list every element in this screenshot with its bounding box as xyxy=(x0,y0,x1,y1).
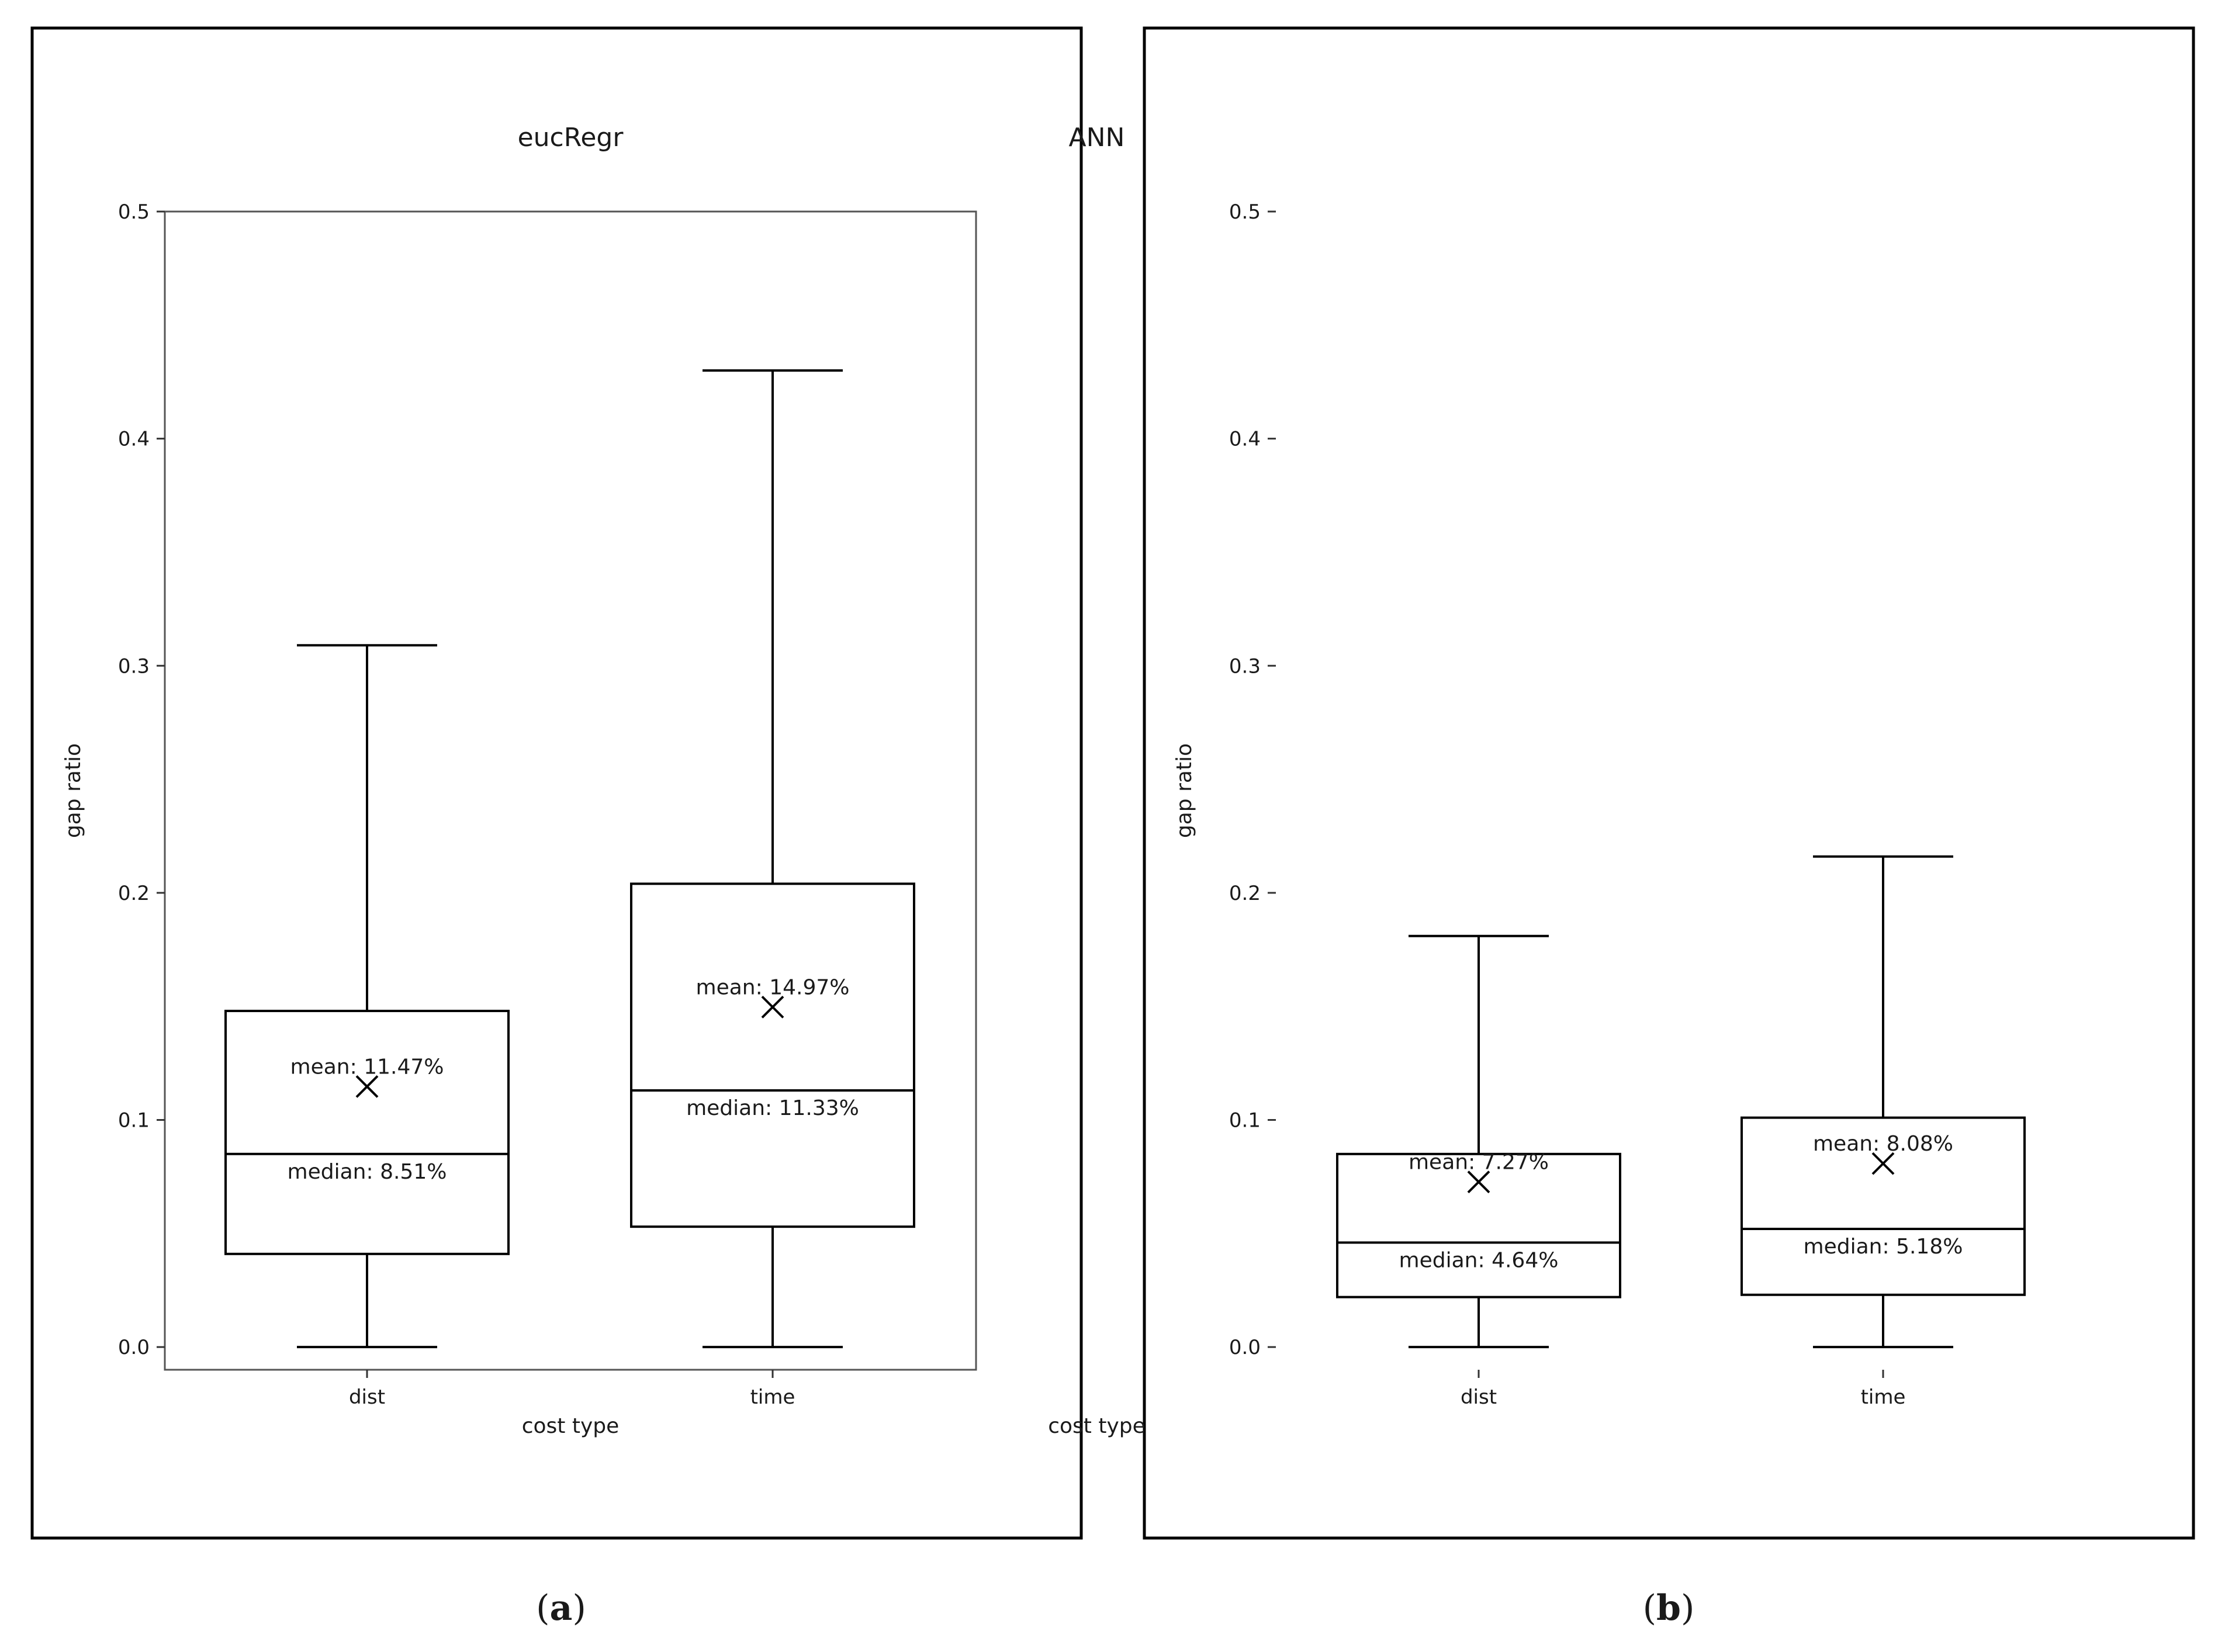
y-tick-label: 0.2 xyxy=(1229,882,1261,905)
x-tick-label-time: time xyxy=(1861,1386,1906,1409)
mean-label: mean: 14.97% xyxy=(696,975,850,999)
y-tick-label: 0.1 xyxy=(1229,1109,1261,1132)
chart-panel-1: eucRegr 0.0 0.1 0.2 0.3 0.4 0.5 gap ratio dist ti… xyxy=(30,26,1083,1629)
y-axis-label: gap ratio xyxy=(1172,743,1196,838)
iqr-box xyxy=(630,882,915,1228)
panel-caption: (b) xyxy=(1643,1588,1695,1629)
y-tick-label: 0.3 xyxy=(118,654,150,678)
y-tick-label: 0.0 xyxy=(118,1336,150,1359)
x-axis-label: cost type xyxy=(1048,1414,1146,1438)
panel-caption: (a) xyxy=(536,1588,586,1629)
median-label: median: 4.64% xyxy=(1399,1248,1559,1272)
box-dist: mean: 7.27% median: 4.64% xyxy=(1336,934,1621,1349)
y-tick-label: 0.3 xyxy=(1229,654,1261,678)
mean-marker xyxy=(761,995,784,1019)
box-dist: mean: 11.47% median: 8.51% xyxy=(224,644,510,1349)
x-tick-label-dist: dist xyxy=(1461,1386,1497,1409)
mean-label: mean: 8.08% xyxy=(1813,1132,1953,1156)
y-tick-label: 0.2 xyxy=(118,882,150,905)
x-axis-label: cost type xyxy=(522,1414,620,1438)
y-tick-label: 0.4 xyxy=(118,428,150,451)
mean-marker-stroke xyxy=(1871,1152,1895,1175)
x-tick-label-dist: dist xyxy=(349,1386,385,1409)
y-tick-label: 0.5 xyxy=(1229,200,1261,224)
panel-frame xyxy=(30,26,1083,1540)
panel-frame xyxy=(1143,26,2195,1540)
median-label: median: 11.33% xyxy=(686,1096,859,1120)
y-tick-label: 0.4 xyxy=(1229,428,1261,451)
x-tick-label-time: time xyxy=(750,1386,795,1409)
mean-marker-stroke xyxy=(1467,1170,1490,1194)
mean-marker-stroke xyxy=(761,995,784,1019)
mean-marker xyxy=(1871,1152,1895,1175)
mean-marker xyxy=(1467,1170,1490,1194)
plot-area xyxy=(164,210,977,1371)
median-label: median: 5.18% xyxy=(1804,1235,1963,1259)
chart-title: ANN xyxy=(1069,123,1125,153)
box-time: mean: 8.08% median: 5.18% xyxy=(1741,855,2026,1349)
y-axis-label: gap ratio xyxy=(61,743,85,838)
y-tick-label: 0.0 xyxy=(1229,1336,1261,1359)
iqr-box xyxy=(1336,1152,1621,1298)
mean-marker-stroke xyxy=(355,1075,379,1098)
chart-title: eucRegr xyxy=(518,123,624,153)
y-tick-label: 0.5 xyxy=(118,200,150,224)
median-label: median: 8.51% xyxy=(288,1160,447,1184)
iqr-box xyxy=(224,1009,510,1255)
mean-label: mean: 7.27% xyxy=(1409,1151,1549,1175)
chart-panel-2: ANN 0.0 0.1 0.2 0.3 0.4 0.5 gap ratio dist time co… xyxy=(1048,26,2195,1629)
iqr-box xyxy=(1741,1116,2026,1296)
mean-marker xyxy=(355,1075,379,1098)
mean-label: mean: 11.47% xyxy=(290,1055,444,1079)
y-tick-label: 0.1 xyxy=(118,1109,150,1132)
box-time: mean: 14.97% median: 11.33% xyxy=(630,369,915,1349)
